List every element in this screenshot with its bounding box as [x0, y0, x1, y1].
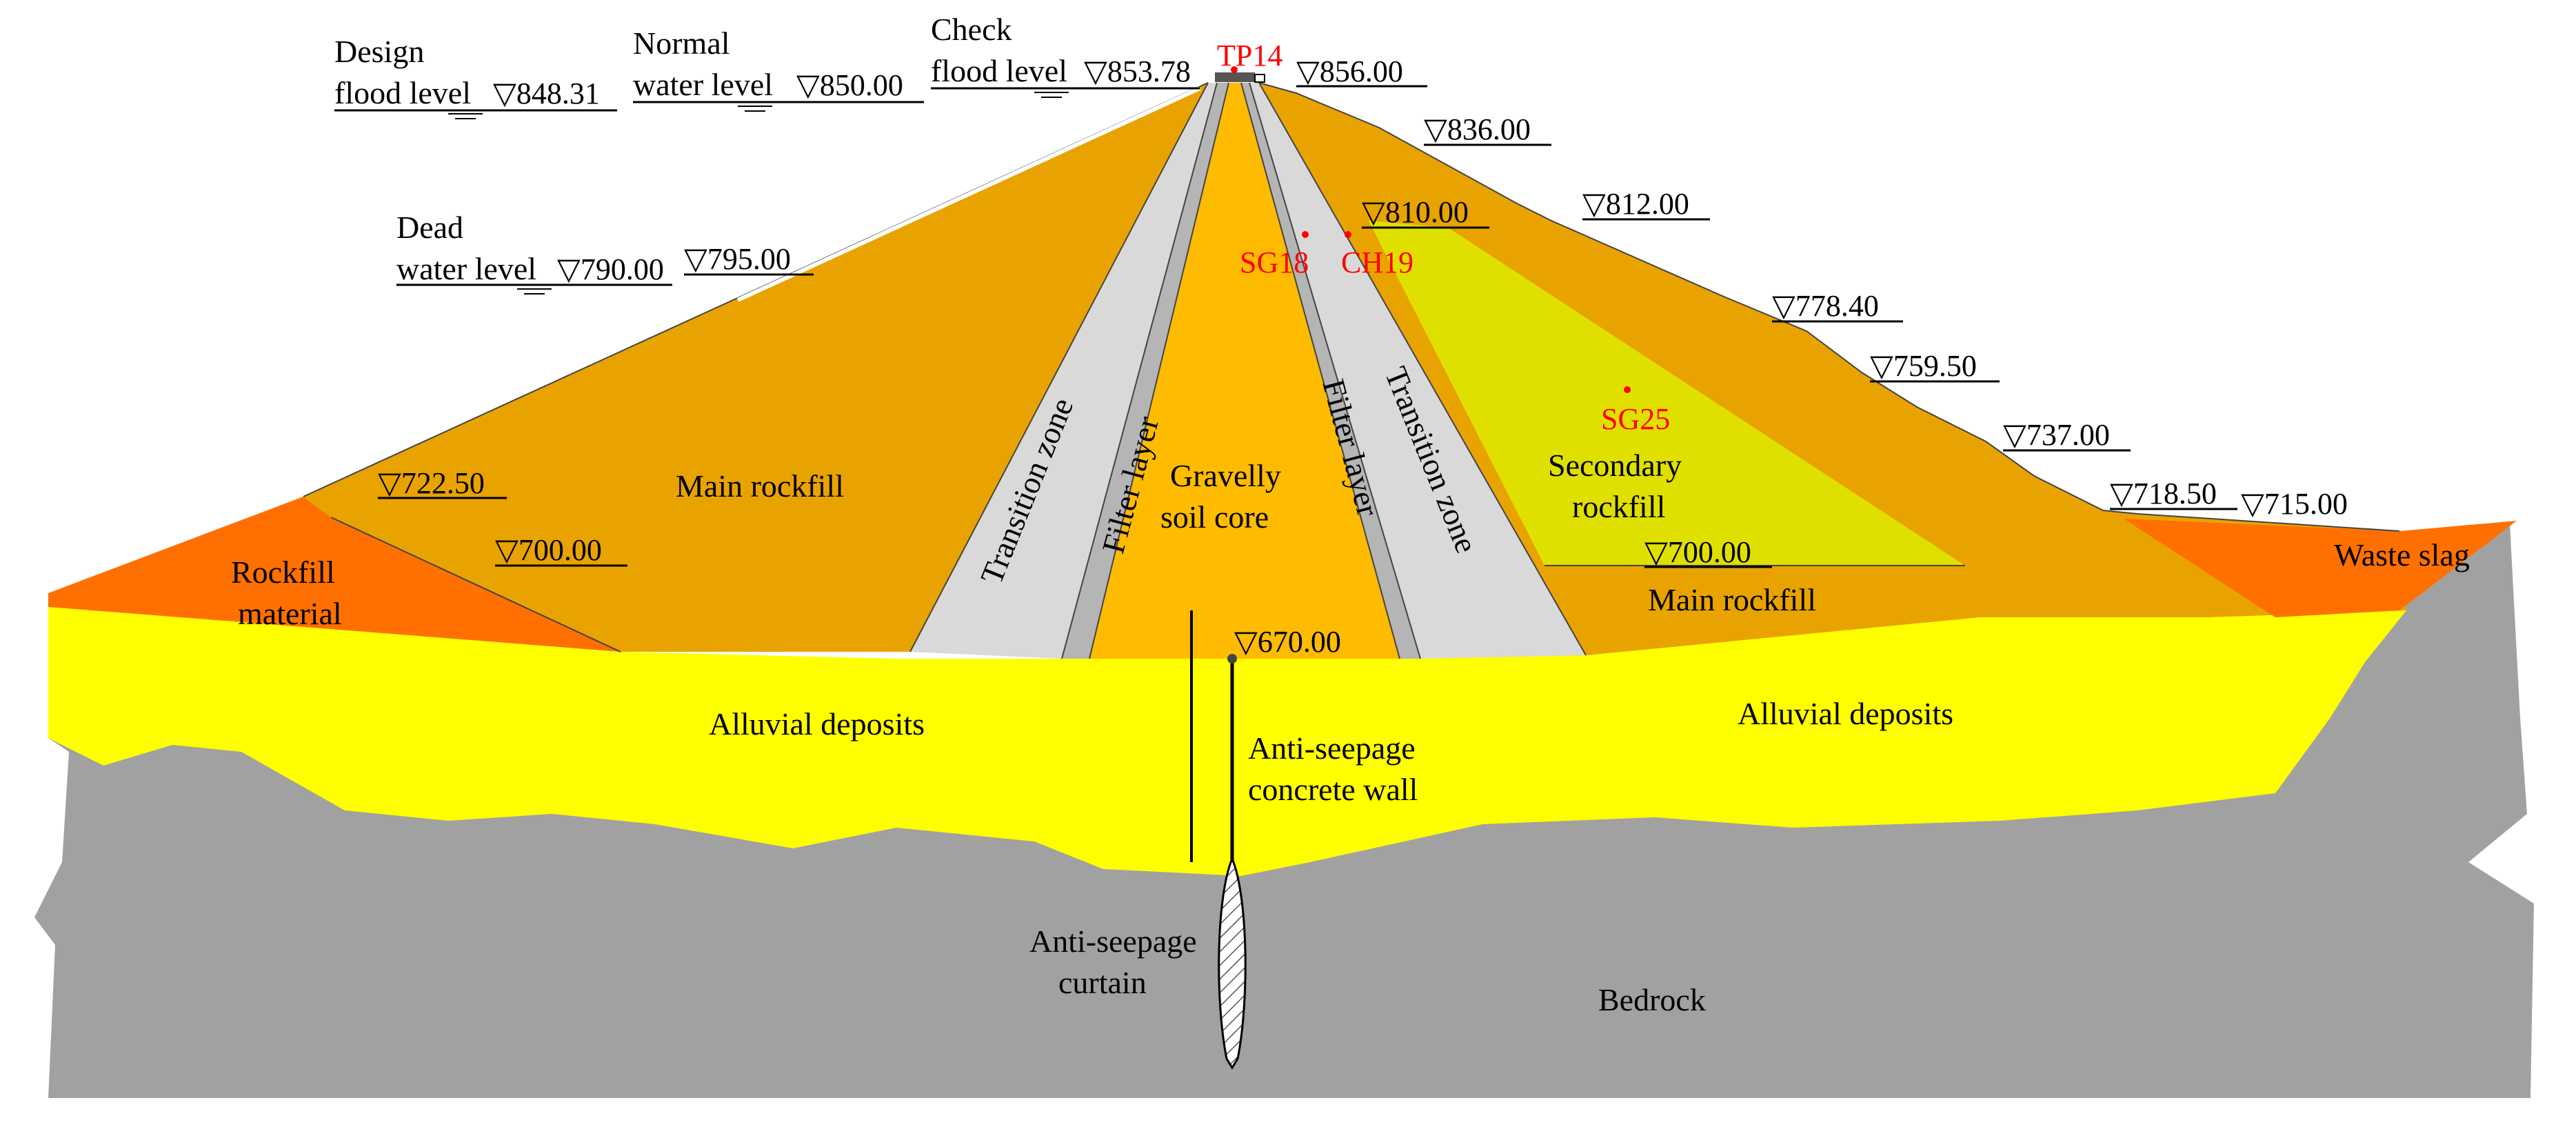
alluvial-right-label: Alluvial deposits [1738, 696, 1953, 731]
wall-top-icon [1227, 654, 1237, 664]
waste-slag-zone [2124, 519, 2517, 617]
check-flood-label-1: Check [931, 12, 1012, 47]
rockfill-material-label-2: material [238, 596, 342, 631]
filter-layer-left [1062, 83, 1229, 659]
curtain-label-1: Anti-seepage [1029, 924, 1197, 959]
elevation-700-up: ▽700.00 [495, 533, 602, 567]
anti-seepage-curtain [1218, 856, 1247, 1070]
sg25-label: SG25 [1601, 402, 1670, 436]
normal-water-label-2: water level [633, 67, 773, 102]
alluvial-deposits-zone [48, 607, 2406, 876]
elevation-715: ▽715.00 [2241, 487, 2348, 521]
tp14-label: TP14 [1217, 39, 1282, 72]
filter-layer-right [1241, 83, 1420, 659]
elevation-737: ▽737.00 [2003, 418, 2110, 452]
secondary-rockfill-label-1: Secondary [1548, 448, 1682, 483]
water-symbol-icon [1034, 92, 1069, 98]
elevation-812: ▽812.00 [1582, 187, 1689, 221]
sg18-label: SG18 [1240, 246, 1309, 279]
dead-water-label-2: water level [396, 251, 536, 286]
ch19-label: CH19 [1341, 246, 1413, 279]
design-flood-label-1: Design [334, 34, 424, 69]
rockfill-material-label-1: Rockfill [231, 555, 335, 590]
transition-zone-right [1249, 83, 1586, 659]
monitor-point-sg18 [1302, 231, 1309, 238]
monitor-point-sg25 [1624, 386, 1631, 393]
elevation-795: ▽795.00 [684, 242, 791, 276]
elevation-700-down: ▽700.00 [1644, 535, 1751, 569]
normal-water-label-1: Normal [633, 26, 730, 61]
water-symbol-icon [517, 288, 552, 295]
curtain-label-2: curtain [1058, 965, 1147, 1000]
elevation-670: ▽670.00 [1234, 625, 1341, 659]
elevation-759-50: ▽759.50 [1870, 349, 1977, 383]
normal-water-value: ▽850.00 [796, 68, 903, 102]
transition-zone-left [910, 83, 1217, 659]
elevation-810: ▽810.00 [1362, 195, 1469, 229]
elevation-718-50: ▽718.50 [2110, 477, 2217, 510]
crest-wall-icon [1254, 74, 1265, 83]
bedrock-label: Bedrock [1598, 982, 1706, 1017]
design-flood-label-2: flood level [334, 75, 471, 110]
check-flood-value: ▽853.78 [1084, 54, 1191, 88]
dead-water-label-1: Dead [396, 210, 463, 245]
main-rockfill-upstream-label: Main rockfill [676, 468, 844, 503]
secondary-rockfill-label-2: rockfill [1572, 489, 1665, 524]
crest-elevation: ▽856.00 [1296, 54, 1403, 88]
core-label-1: Gravelly [1170, 458, 1281, 493]
monitor-point-tp14 [1231, 66, 1238, 73]
elevation-778-40: ▽778.40 [1772, 289, 1879, 323]
upstream-slope-line [736, 86, 1201, 302]
core-label-2: soil core [1160, 499, 1269, 535]
main-rockfill-upstream-zone [303, 83, 1217, 652]
check-flood-label-2: flood level [931, 53, 1067, 88]
gravelly-soil-core [1089, 83, 1400, 659]
waste-slag-label: Waste slag [2334, 537, 2470, 572]
secondary-rockfill-zone [1369, 221, 1965, 566]
dam-crest [1215, 72, 1255, 82]
design-flood-value: ▽848.31 [493, 77, 600, 110]
dead-water-value: ▽790.00 [557, 252, 664, 286]
main-rockfill-downstream-label: Main rockfill [1648, 582, 1816, 617]
monitor-point-ch19 [1345, 231, 1351, 238]
wall-label-1: Anti-seepage [1248, 730, 1416, 766]
elevation-722-50: ▽722.50 [378, 466, 485, 500]
rockfill-material-zone [48, 497, 621, 652]
wall-label-2: concrete wall [1248, 772, 1418, 807]
elevation-836: ▽836.00 [1424, 112, 1531, 146]
water-symbol-icon [738, 106, 772, 112]
alluvial-left-label: Alluvial deposits [709, 706, 925, 741]
water-symbol-icon [448, 113, 483, 119]
